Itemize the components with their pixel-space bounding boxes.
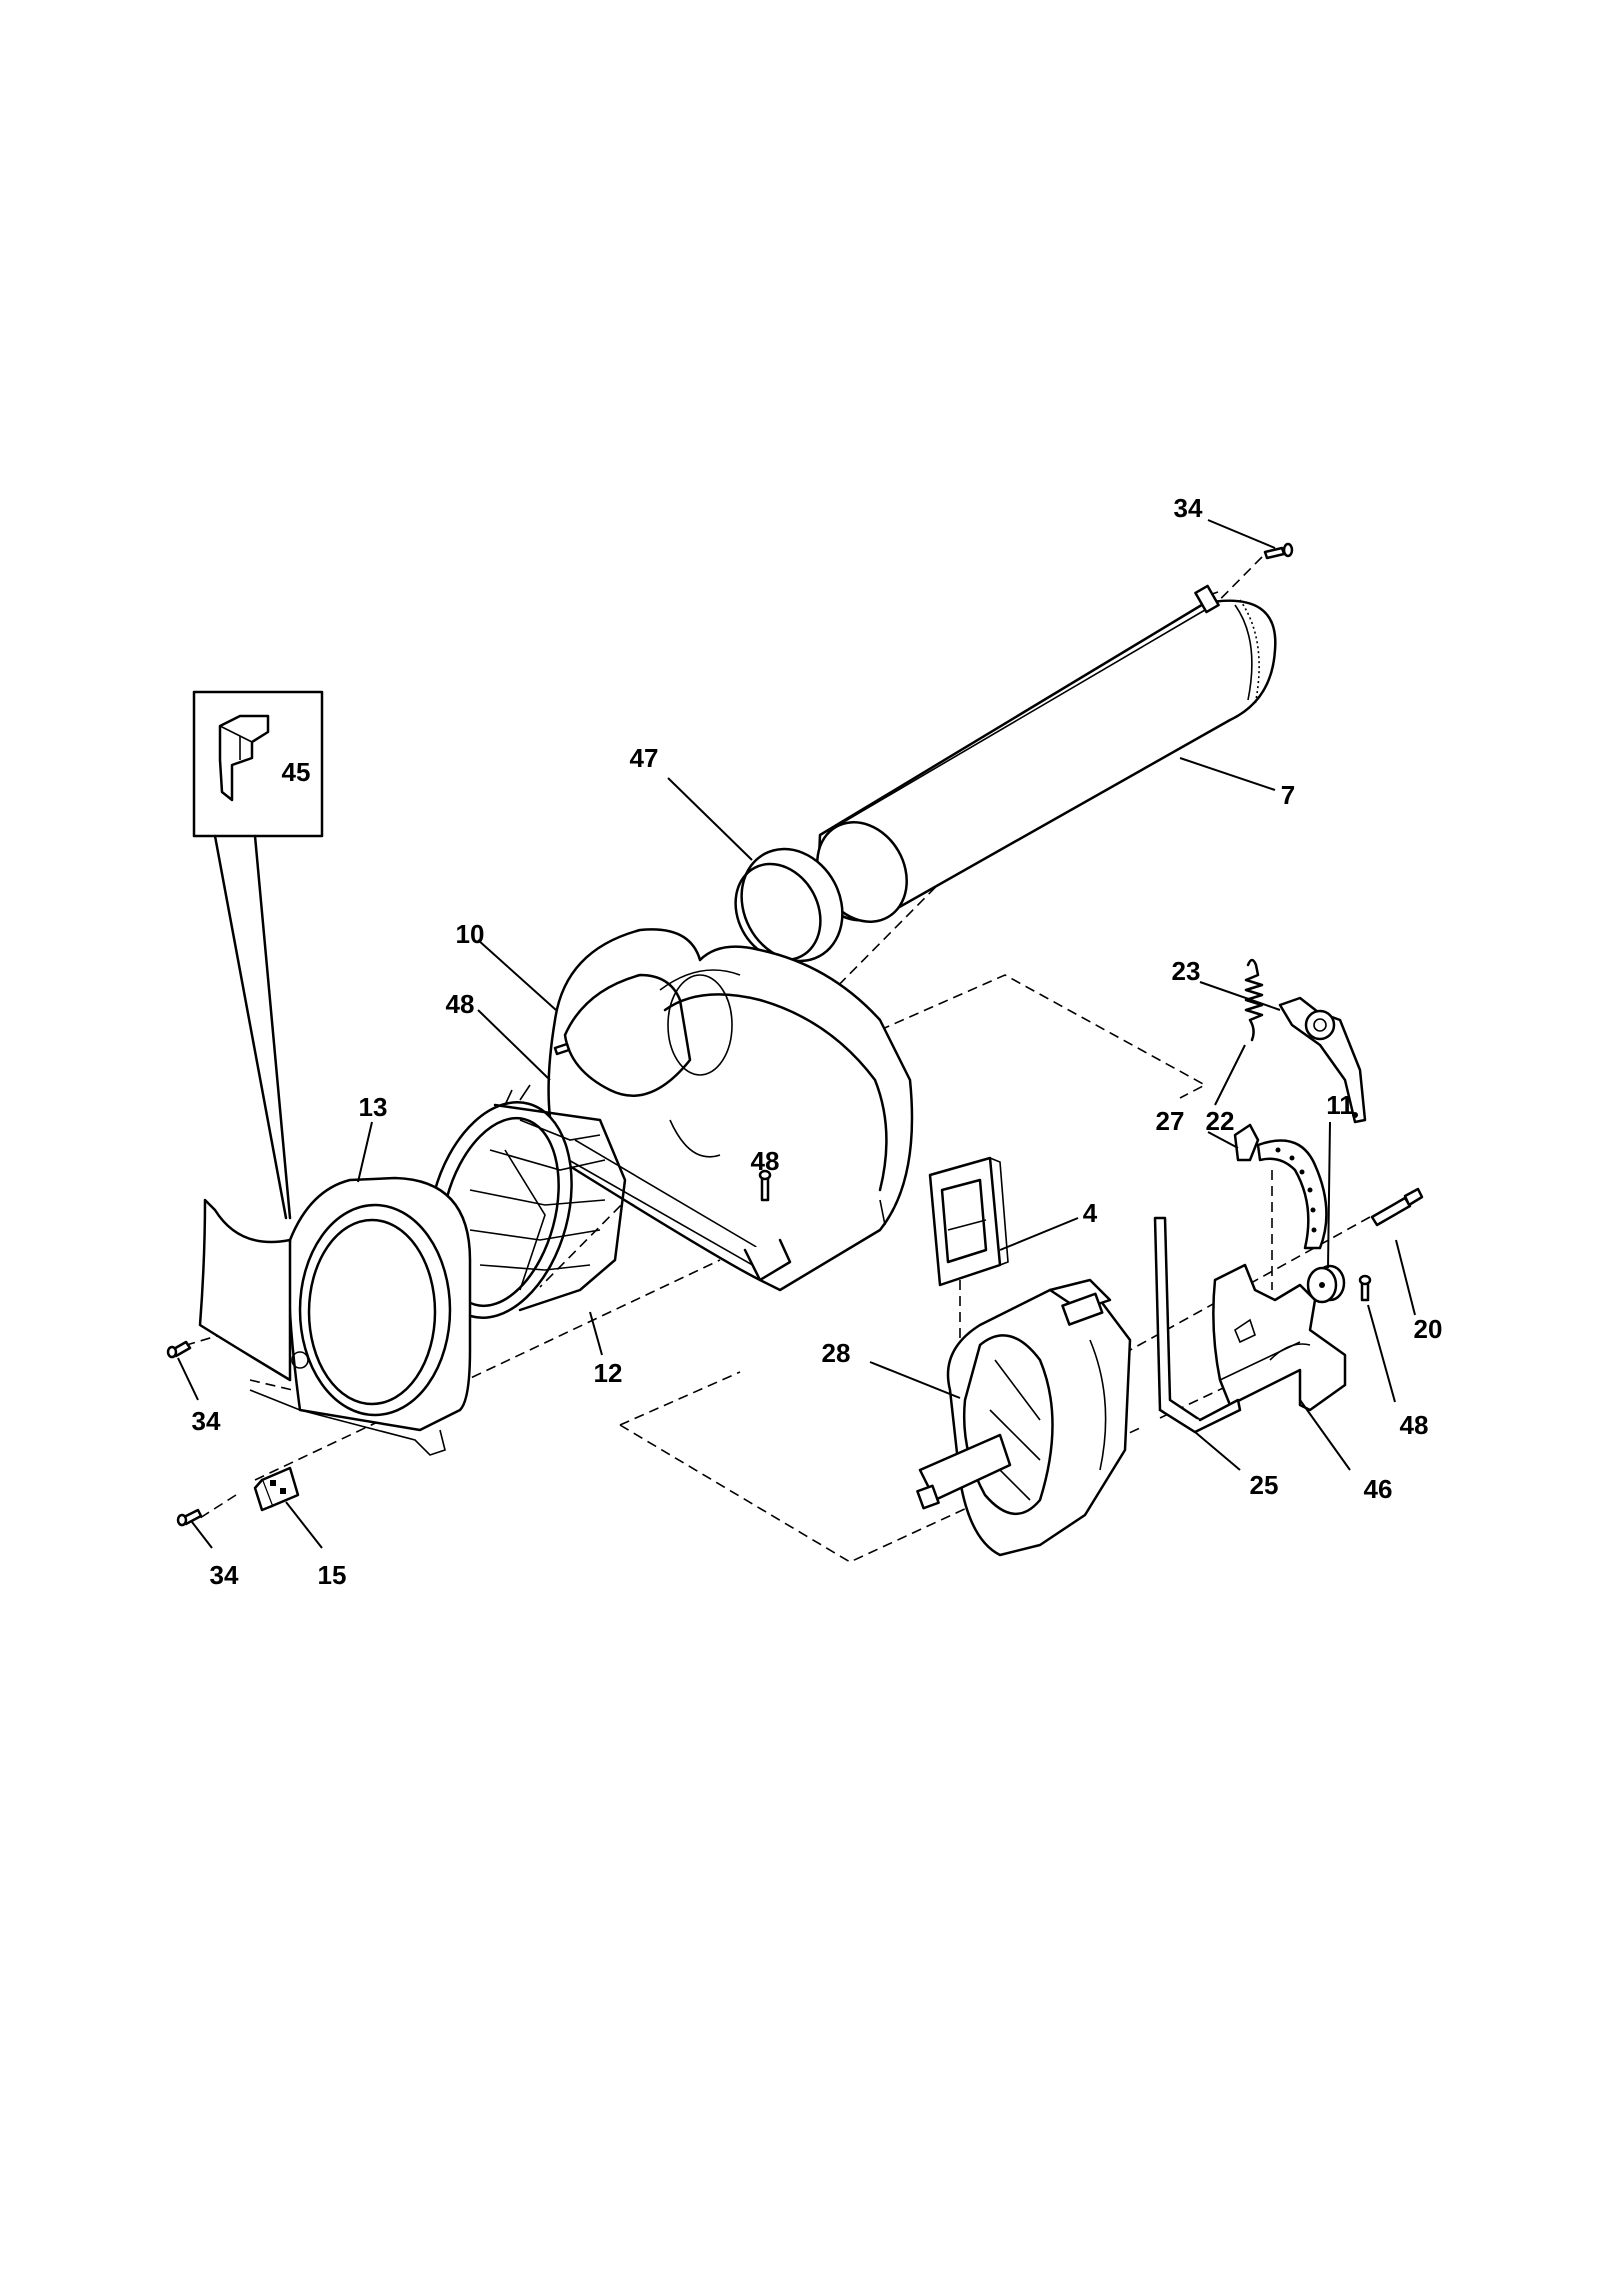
part-28-motor[interactable] — [916, 1278, 1132, 1557]
callout-28: 28 — [822, 1338, 851, 1368]
callout-25: 25 — [1250, 1470, 1279, 1500]
part-7-duct-tube[interactable] — [800, 584, 1277, 938]
callout-23: 23 — [1172, 956, 1201, 986]
callout-7: 7 — [1281, 780, 1295, 810]
screw-34-left[interactable] — [166, 1340, 192, 1359]
callout-45: 45 — [282, 757, 311, 787]
leader-lines — [177, 519, 1416, 1549]
callout-10: 10 — [456, 919, 485, 949]
part-47-ring-seal[interactable] — [719, 831, 861, 978]
callout-labels: 34 7 47 45 10 48 13 48 23 22 11 27 4 20 … — [192, 493, 1443, 1590]
callout-27: 27 — [1156, 1106, 1185, 1136]
part-46-idler-bracket[interactable] — [1212, 1263, 1347, 1412]
callout-48-left: 48 — [446, 989, 475, 1019]
callout-13: 13 — [359, 1092, 388, 1122]
callout-20: 20 — [1414, 1314, 1443, 1344]
callout-4: 4 — [1083, 1198, 1098, 1228]
screw-34-bottom[interactable] — [176, 1508, 203, 1527]
part-20-bolt[interactable] — [1370, 1187, 1424, 1227]
part-45-detail-inset[interactable] — [192, 690, 324, 1220]
part-22-spring[interactable] — [1244, 958, 1264, 1042]
callout-46: 46 — [1364, 1474, 1393, 1504]
part-4-motor-mount[interactable] — [928, 1156, 1009, 1287]
callout-48-mid: 48 — [751, 1146, 780, 1176]
part-25-guide-rod[interactable] — [1153, 1216, 1242, 1434]
callout-11: 11 — [1326, 1090, 1354, 1120]
part-13-housing-plate[interactable] — [198, 1176, 472, 1456]
callout-34-bottom: 34 — [210, 1560, 239, 1590]
screw-48-left[interactable] — [553, 1042, 571, 1056]
part-10-blower-housing[interactable] — [547, 928, 914, 1292]
screw-34-top[interactable] — [1263, 542, 1294, 560]
part-27-clip[interactable] — [1233, 1123, 1328, 1250]
part-15-thermostat[interactable] — [253, 1466, 300, 1512]
part-11-roller[interactable] — [1306, 1264, 1346, 1304]
callout-34-top: 34 — [1174, 493, 1203, 523]
screw-48-mid[interactable] — [758, 1169, 772, 1202]
callout-48-right: 48 — [1400, 1410, 1429, 1440]
callout-22: 22 — [1206, 1106, 1235, 1136]
callout-15: 15 — [318, 1560, 347, 1590]
screw-48-right[interactable] — [1358, 1274, 1372, 1302]
part-23-idler-arm[interactable] — [1278, 996, 1367, 1124]
callout-47: 47 — [630, 743, 659, 773]
callout-12: 12 — [594, 1358, 623, 1388]
callout-34-left: 34 — [192, 1406, 221, 1436]
